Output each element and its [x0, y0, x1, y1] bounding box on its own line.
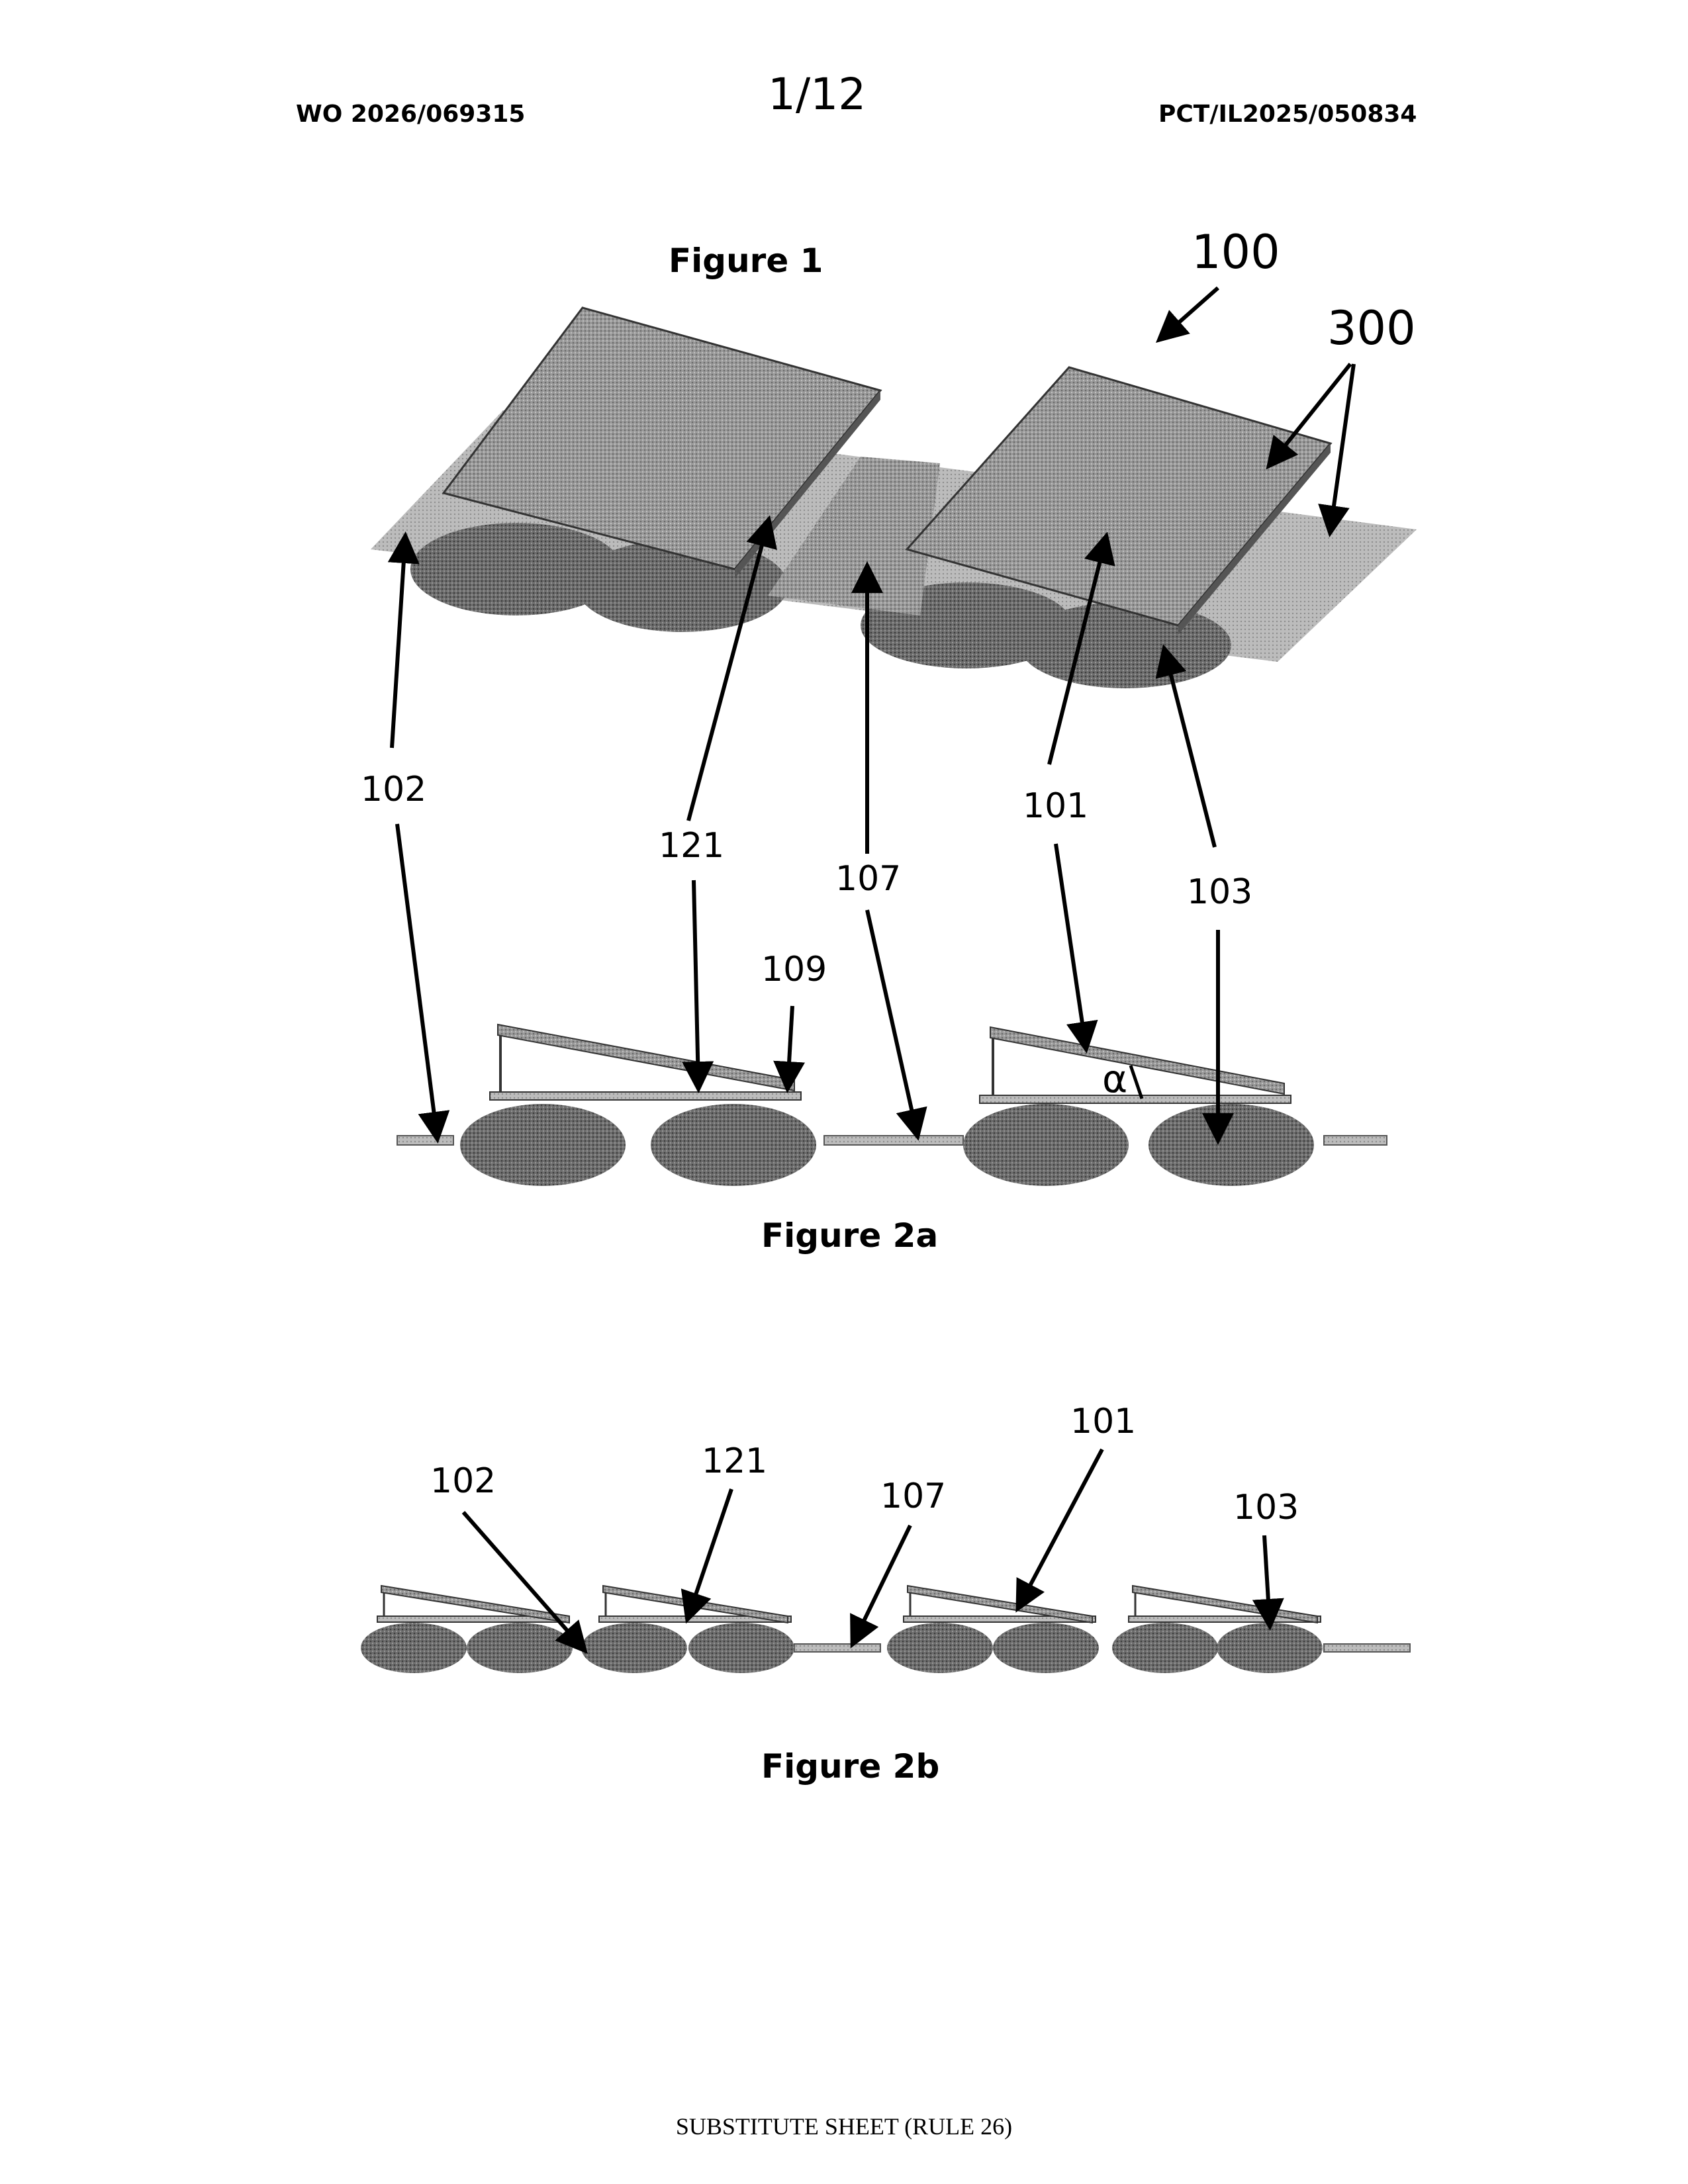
label-101: 101 [1070, 1402, 1136, 1441]
float [1217, 1623, 1323, 1673]
figure-2b-drawing [361, 1586, 1410, 1673]
float [460, 1104, 626, 1186]
label-107: 107 [835, 859, 901, 899]
float [1149, 1104, 1314, 1186]
label-101: 101 [1023, 786, 1088, 826]
side-strip [1324, 1136, 1387, 1145]
label-109: 109 [761, 950, 827, 989]
label-100: 100 [1192, 225, 1280, 279]
float [467, 1623, 573, 1673]
float [1112, 1623, 1218, 1673]
float [581, 1623, 687, 1673]
inclined-panel [498, 1024, 794, 1091]
float [361, 1623, 467, 1673]
float [963, 1104, 1129, 1186]
float [1019, 602, 1231, 688]
label-103: 103 [1233, 1488, 1299, 1527]
label-102: 102 [430, 1461, 496, 1501]
figure-1-drawing [371, 308, 1417, 688]
label-107: 107 [880, 1477, 946, 1516]
label-300: 300 [1327, 301, 1416, 355]
label-121: 121 [702, 1441, 767, 1481]
label-121: 121 [659, 826, 724, 866]
side-strip [1324, 1644, 1410, 1652]
float [688, 1623, 794, 1673]
label-102: 102 [361, 770, 426, 809]
connector-107 [824, 1136, 963, 1145]
connector-107 [794, 1644, 880, 1652]
float [993, 1623, 1099, 1673]
label-103: 103 [1187, 872, 1252, 912]
float [887, 1623, 993, 1673]
float [651, 1104, 816, 1186]
deck-plate [980, 1095, 1291, 1103]
angle-label: α [1102, 1056, 1127, 1101]
side-strip [397, 1136, 453, 1145]
figure-2a-drawing [397, 1024, 1387, 1186]
deck-plate [490, 1092, 801, 1100]
angle-mark [1131, 1066, 1142, 1099]
footer-substitute-sheet: SUBSTITUTE SHEET (RULE 26) [0, 2113, 1688, 2140]
